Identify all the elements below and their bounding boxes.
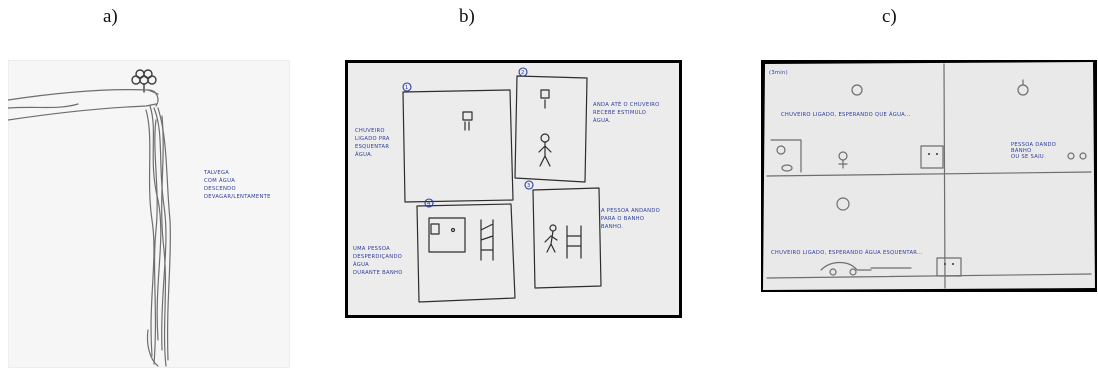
svg-text:ANDA ATÉ O CHUVEIRO: ANDA ATÉ O CHUVEIRO [593, 100, 660, 108]
svg-text:DESPERDIÇANDO: DESPERDIÇANDO [353, 254, 402, 260]
svg-text:BANHO: BANHO [1011, 148, 1031, 154]
panel-b-storyboard: 1 CHUVEIRO LIGADO PRA ESQUENTAR ÁGUA. 2 … [345, 60, 682, 318]
svg-text:3: 3 [527, 183, 531, 189]
svg-text:LIGADO PRA: LIGADO PRA [355, 136, 390, 142]
svg-text:TALVEGA: TALVEGA [203, 170, 229, 176]
svg-text:DESCENDO: DESCENDO [204, 186, 236, 192]
svg-text:PARA O BANHO: PARA O BANHO [601, 216, 644, 222]
note-talvega: TALVEGA COM ÁGUA DESCENDO DEVAGAR/LENTAM… [203, 170, 271, 200]
svg-text:ÁGUA: ÁGUA [353, 261, 369, 268]
svg-text:ÁGUA.: ÁGUA. [593, 117, 611, 124]
svg-text:DURANTE BANHO: DURANTE BANHO [353, 270, 403, 276]
svg-text:BANHO.: BANHO. [601, 224, 623, 230]
water-strands-drawing [145, 105, 172, 367]
svg-text:OU SE SAIU: OU SE SAIU [1011, 154, 1044, 160]
storyboard-divider-lines [766, 63, 1092, 289]
label-c: c) [882, 6, 897, 27]
svg-text:4: 4 [427, 201, 431, 207]
corner-note: (3min) [769, 70, 788, 76]
storyboard-frame-4: 4 UMA PESSOA DESPERDIÇANDO ÁGUA DURANTE … [353, 198, 516, 303]
svg-text:PESSOA DANDO: PESSOA DANDO [1011, 142, 1056, 148]
svg-text:A PESSOA ANDANDO: A PESSOA ANDANDO [601, 208, 660, 214]
svg-text:ESQUENTAR: ESQUENTAR [355, 144, 389, 150]
storyboard-frame-2: 2 ANDA ATÉ O CHUVEIRO RECEBE ESTIMULO ÁG… [514, 67, 660, 183]
storyboard-top-row: CHUVEIRO LIGADO, ESPERANDO QUE ÁGUA... P… [770, 79, 1087, 173]
panel-c-storyboard: (3min) CHUVEIRO LIGADO, ESPERANDO QUE ÁG… [761, 60, 1097, 292]
svg-text:DEVAGAR/LENTAMENTE: DEVAGAR/LENTAMENTE [204, 194, 271, 200]
svg-text:CHUVEIRO LIGADO, ESPERANDO QUE: CHUVEIRO LIGADO, ESPERANDO QUE ÁGUA... [781, 111, 911, 118]
svg-text:COM ÁGUA: COM ÁGUA [204, 177, 235, 184]
storyboard-frame-3: 3 A PESSOA ANDANDO PARA O BANHO BANHO. [524, 180, 660, 289]
label-a: a) [103, 6, 118, 27]
svg-text:CHUVEIRO: CHUVEIRO [355, 128, 385, 134]
svg-text:RECEBE ESTIMULO: RECEBE ESTIMULO [593, 110, 646, 116]
svg-text:CHUVEIRO LIGADO, ESPERANDO ÁGU: CHUVEIRO LIGADO, ESPERANDO ÁGUA ESQUENTA… [771, 249, 923, 256]
storyboard-frame-1: 1 CHUVEIRO LIGADO PRA ESQUENTAR ÁGUA. [355, 82, 514, 203]
label-b: b) [459, 6, 475, 27]
svg-text:1: 1 [405, 85, 409, 91]
storyboard-bottom-row: CHUVEIRO LIGADO, ESPERANDO ÁGUA ESQUENTA… [771, 197, 962, 277]
svg-text:ÁGUA.: ÁGUA. [355, 151, 373, 158]
svg-text:2: 2 [521, 70, 525, 76]
svg-text:UMA PESSOA: UMA PESSOA [353, 246, 390, 252]
pipe-drawing [8, 89, 159, 121]
panel-a-sketch: TALVEGA COM ÁGUA DESCENDO DEVAGAR/LENTAM… [8, 60, 290, 368]
flower-drawing [131, 69, 157, 93]
